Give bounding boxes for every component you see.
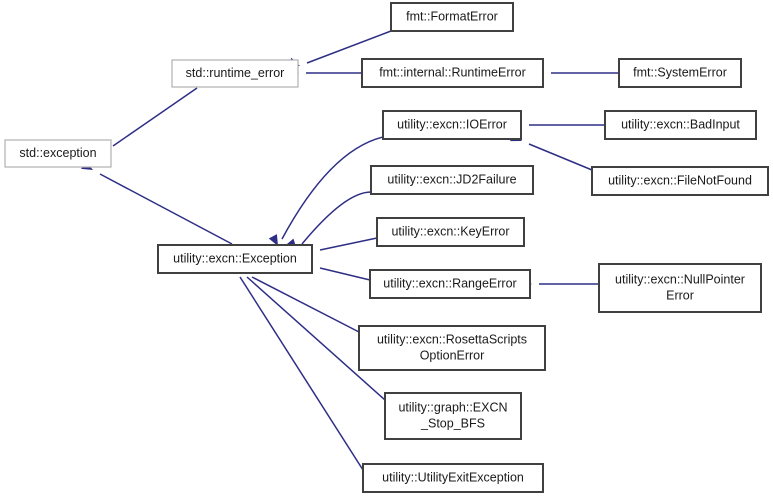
node-box[interactable]: [384, 392, 522, 440]
edge-line: [306, 30, 392, 64]
inheritance-edge: excn_badinput -> excn_ioerror: [511, 120, 605, 130]
edge-line: [528, 143, 593, 171]
node-box[interactable]: [591, 166, 769, 196]
inheritance-edge: fmt_internal_runtimeerror -> std_runtime…: [288, 68, 362, 78]
inheritance-edge: excn_nullpointererror -> excn_rangeerror: [521, 279, 599, 289]
node-box[interactable]: [362, 463, 544, 493]
node-box[interactable]: [390, 2, 514, 32]
inheritance-edge: excn_jd2failure -> excn_exception: [286, 191, 372, 250]
inheritance-edge: fmt_systemerror -> fmt_internal_runtimee…: [533, 68, 619, 78]
class-node-graph-excn-stop-bfs[interactable]: utility::graph::EXCN_Stop_BFS: [384, 392, 522, 440]
nodes-layer: std::exception std::runtime_error fmt::For…: [4, 2, 769, 493]
node-label: std::runtime_error: [186, 66, 285, 80]
node-label: utility::excn::RosettaScripts: [377, 332, 527, 346]
node-label: utility::excn::NullPointer: [615, 272, 745, 286]
node-label: utility::excn::FileNotFound: [608, 173, 752, 187]
node-label: utility::excn::RangeError: [383, 276, 516, 290]
node-box[interactable]: [4, 139, 112, 168]
node-label: utility::graph::EXCN: [398, 400, 507, 414]
class-node-excn-ioerror[interactable]: utility::excn::IOError: [382, 110, 522, 140]
node-label: utility::excn::JD2Failure: [387, 172, 516, 186]
inheritance-edge: excn_filenotfound -> excn_ioerror: [510, 132, 593, 171]
node-box[interactable]: [598, 263, 762, 313]
inheritance-edge: excn_ioerror -> excn_exception: [268, 136, 384, 246]
node-label: fmt::FormatError: [406, 9, 498, 23]
node-box[interactable]: [361, 58, 544, 88]
class-node-excn-exception[interactable]: utility::excn::Exception: [157, 244, 313, 274]
inheritance-edge: excn_exception -> std_exception: [81, 160, 233, 245]
class-node-excn-keyerror[interactable]: utility::excn::KeyError: [376, 217, 525, 247]
node-box[interactable]: [358, 325, 546, 371]
edge-line: [319, 237, 378, 251]
class-node-fmt-systemerror[interactable]: fmt::SystemError: [618, 58, 742, 88]
node-label: utility::excn::KeyError: [391, 224, 509, 238]
arrow-head-icon: [268, 234, 278, 246]
edge-line: [112, 87, 198, 147]
node-label: fmt::internal::RuntimeError: [379, 65, 526, 79]
node-box[interactable]: [382, 110, 522, 140]
node-label: Error: [666, 288, 694, 302]
node-box[interactable]: [157, 244, 313, 274]
inheritance-edge: utilityexitexception -> excn_exception: [226, 259, 364, 471]
class-node-std-runtime-error[interactable]: std::runtime_error: [171, 59, 299, 88]
edge-line: [99, 173, 233, 245]
node-label: utility::UtilityExitException: [382, 470, 524, 484]
node-box[interactable]: [604, 110, 757, 140]
edge-line: [319, 267, 371, 281]
node-box[interactable]: [370, 165, 534, 195]
node-box[interactable]: [376, 217, 525, 247]
node-label: _Stop_BFS: [420, 416, 485, 430]
node-label: utility::excn::Exception: [173, 251, 297, 265]
class-node-fmt-formaterror[interactable]: fmt::FormatError: [390, 2, 514, 32]
node-label: OptionError: [420, 348, 485, 362]
edge-line: [246, 276, 386, 401]
node-label: utility::excn::BadInput: [621, 117, 740, 131]
class-node-utilityexitexception[interactable]: utility::UtilityExitException: [362, 463, 544, 493]
node-label: std::exception: [19, 146, 96, 160]
edge-line: [251, 276, 360, 333]
node-label: fmt::SystemError: [633, 65, 727, 79]
class-node-excn-rangeerror[interactable]: utility::excn::RangeError: [369, 269, 531, 299]
node-box[interactable]: [171, 59, 299, 88]
class-node-std-exception[interactable]: std::exception: [4, 139, 112, 168]
edge-line: [281, 136, 384, 240]
node-box[interactable]: [369, 269, 531, 299]
class-node-excn-jd2failure[interactable]: utility::excn::JD2Failure: [370, 165, 534, 195]
node-box[interactable]: [618, 58, 742, 88]
node-label: utility::excn::IOError: [397, 117, 507, 131]
class-node-excn-badinput[interactable]: utility::excn::BadInput: [604, 110, 757, 140]
edge-line: [239, 276, 364, 471]
class-node-fmt-internal-runtimeerror[interactable]: fmt::internal::RuntimeError: [361, 58, 544, 88]
class-node-excn-filenotfound[interactable]: utility::excn::FileNotFound: [591, 166, 769, 196]
edge-line: [301, 191, 372, 245]
